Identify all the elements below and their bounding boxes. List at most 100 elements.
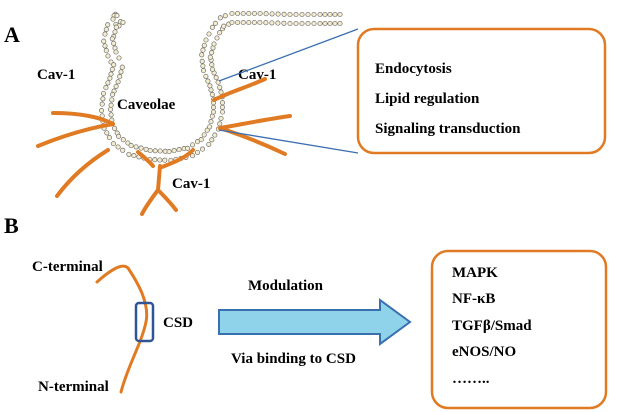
lipid-head — [210, 109, 217, 115]
lipid-head — [212, 132, 218, 138]
lipid-head — [189, 142, 196, 148]
caveolin-strand — [95, 264, 149, 394]
lipid-head — [275, 11, 281, 17]
lipid-head — [152, 148, 158, 154]
lipid-head — [317, 20, 323, 27]
lipid-head — [115, 144, 121, 150]
lipid-head — [133, 144, 139, 150]
callout-line-top — [218, 28, 359, 82]
lipid-head — [257, 19, 263, 26]
lipid-head — [100, 96, 106, 102]
lipid-head — [120, 137, 126, 143]
lipid-head — [299, 20, 305, 27]
lipid-head — [203, 73, 209, 79]
lipid-head — [111, 62, 117, 68]
lipid-head — [218, 115, 224, 121]
lipid-head — [222, 13, 228, 19]
lipid-head — [293, 20, 299, 27]
lipid-head — [305, 11, 311, 18]
lipid-head — [101, 38, 107, 44]
lipid-head — [105, 22, 111, 28]
lipid-head — [209, 66, 216, 72]
cav1-right-upper-branch — [212, 77, 267, 102]
targets-box — [430, 249, 608, 410]
lipid-head — [112, 29, 118, 35]
lipid-head — [317, 11, 323, 18]
lipid-head — [214, 35, 220, 41]
target-item: MAPK — [452, 265, 498, 281]
csd-domain-box — [134, 301, 155, 343]
lipid-head — [103, 48, 109, 54]
lipid-head — [208, 87, 214, 93]
arrow-top-label: Modulation — [248, 278, 324, 294]
lipid-head — [269, 11, 275, 17]
lipid-head — [198, 137, 204, 143]
target-item: eNOS/NO — [452, 344, 516, 360]
cav1-right-mid-branch — [218, 114, 292, 130]
lipid-head — [131, 153, 137, 159]
lipid-head — [109, 36, 115, 42]
function-item: Endocytosis — [375, 61, 452, 77]
lipid-head — [115, 79, 121, 85]
lipid-head — [235, 10, 241, 17]
cav1-left-label: Cav-1 — [37, 67, 75, 83]
lipid-head — [205, 78, 211, 84]
lipid-head — [299, 11, 305, 18]
cav1-bottom-left-foot — [140, 188, 160, 216]
lipid-head — [184, 145, 191, 151]
lipid-head — [217, 15, 223, 21]
lipid-head — [332, 11, 338, 18]
lipid-head — [209, 24, 215, 30]
lipid-head — [126, 151, 132, 157]
lipid-head — [210, 104, 217, 110]
cav1-bottom-left-arm — [136, 150, 155, 168]
lipid-head — [209, 113, 215, 119]
lipid-head — [108, 102, 114, 108]
lipid-head — [138, 145, 144, 151]
lipid-head — [206, 141, 212, 147]
lipid-head — [246, 19, 252, 26]
lipid-head — [251, 10, 257, 17]
lipid-head — [189, 153, 196, 159]
lipid-head — [200, 47, 206, 53]
lipid-head — [119, 64, 125, 70]
lipid-head — [109, 97, 115, 103]
cav1-left-tail — [55, 148, 110, 198]
lipid-head — [100, 90, 107, 96]
caveolae-label: Caveolae — [117, 97, 176, 113]
lipid-head — [212, 20, 218, 26]
arrow-bottom-label: Via binding to CSD — [231, 351, 356, 367]
lipid-head — [194, 149, 201, 155]
callout-line-bottom — [218, 129, 359, 154]
lipid-head — [147, 147, 153, 154]
lipid-head — [157, 157, 163, 163]
lipid-head — [217, 30, 223, 36]
lipid-head — [110, 16, 116, 22]
lipid-head — [235, 19, 241, 26]
cav1-right-label: Cav-1 — [238, 67, 276, 83]
cav1-bottom-right-arm — [160, 148, 195, 169]
lipid-head — [218, 89, 224, 95]
lipid-head — [281, 20, 287, 26]
lipid-head — [200, 63, 206, 69]
lipid-head — [199, 52, 205, 58]
lipid-head — [281, 11, 287, 17]
lipid-head — [102, 31, 108, 37]
lipid-head — [209, 50, 215, 56]
lipid-head — [209, 92, 215, 98]
lipid-head — [251, 19, 257, 26]
lipid-head — [166, 149, 172, 155]
lipid-head — [199, 58, 205, 64]
lipid-head — [114, 13, 120, 19]
lipid-head — [246, 10, 252, 17]
lipid-head — [102, 43, 108, 49]
lipid-head — [240, 10, 246, 17]
lipid-head — [206, 31, 212, 37]
panel-a-letter: A — [4, 22, 20, 47]
lipid-head — [219, 109, 226, 115]
lipid-head — [116, 55, 122, 61]
lipid-head — [311, 20, 317, 27]
target-item: …….. — [452, 371, 490, 387]
lipid-head — [106, 135, 112, 141]
